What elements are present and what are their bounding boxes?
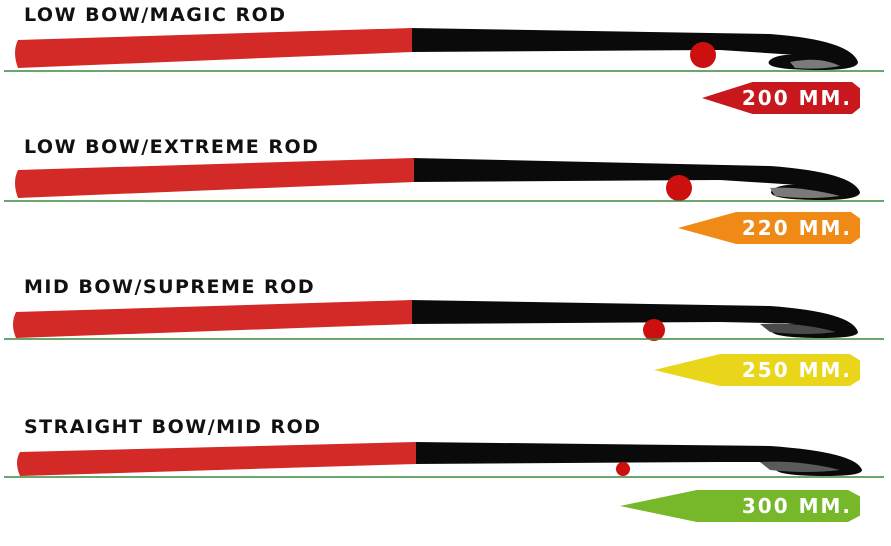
ball	[666, 175, 692, 201]
stick-hook-shade	[760, 461, 840, 472]
stick-handle	[17, 442, 416, 476]
stick-hook-shade	[770, 187, 840, 198]
hockey-stick-illustration	[4, 442, 884, 478]
hockey-stick-illustration	[4, 158, 884, 202]
panel-title: LOW BOW/MAGIC ROD	[24, 4, 287, 26]
stick-panel-3: MID BOW/SUPREME ROD 250 MM.	[0, 276, 891, 406]
stick-shaft	[410, 300, 858, 338]
panel-title: STRAIGHT BOW/MID ROD	[24, 416, 322, 438]
stick-handle	[15, 28, 412, 68]
stick-shaft	[412, 158, 860, 200]
ball	[616, 462, 630, 476]
ball	[643, 319, 665, 341]
stick-hook-shade	[790, 59, 840, 69]
hockey-stick-illustration	[4, 28, 884, 72]
ball	[690, 42, 716, 68]
stick-panel-1: LOW BOW/MAGIC ROD 200 MM.	[0, 4, 891, 134]
stick-panel-2: LOW BOW/EXTREME ROD 220 MM.	[0, 136, 891, 266]
panel-title: MID BOW/SUPREME ROD	[24, 276, 316, 298]
stick-shaft	[410, 28, 858, 70]
stick-handle	[15, 158, 414, 198]
hockey-stick-illustration	[4, 300, 884, 341]
stick-shaft	[414, 442, 862, 476]
stick-panel-4: STRAIGHT BOW/MID ROD 300 MM.	[0, 416, 891, 546]
stick-handle	[13, 300, 412, 338]
panel-title: LOW BOW/EXTREME ROD	[24, 136, 320, 158]
stick-hook-shade	[760, 323, 836, 334]
